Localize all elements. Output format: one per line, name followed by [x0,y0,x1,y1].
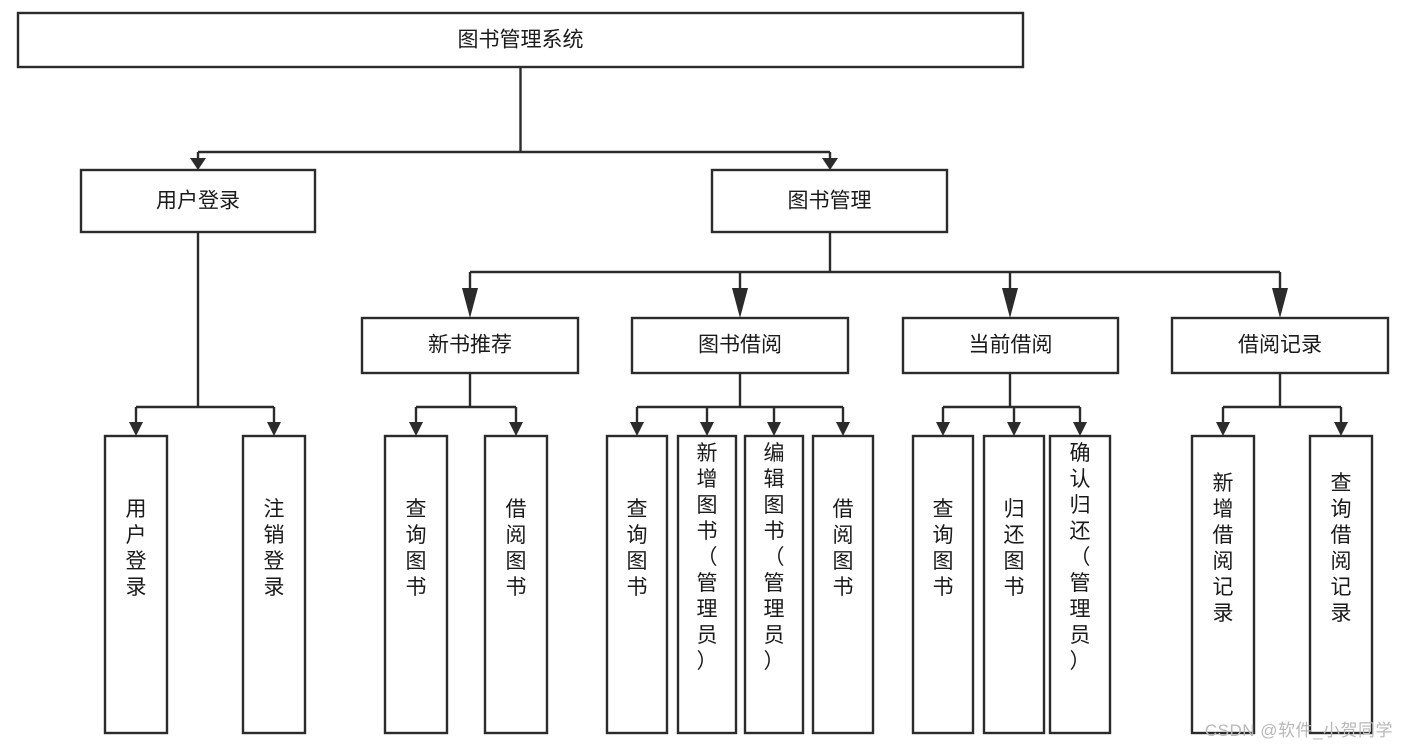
node-user-login-box[interactable] [79,168,317,234]
node-leaf-query-record-box[interactable] [1308,434,1374,735]
arrowhead-book-borrow [732,288,748,318]
arrowhead-leaf-borrow-book-2 [836,422,850,436]
arrowhead-leaf-add-book [700,422,714,436]
node-book-borrow-box[interactable] [630,316,850,375]
node-leaf-query-book-3-box[interactable] [911,434,975,735]
node-borrow-record-label: 借阅记录 [1238,334,1322,357]
node-leaf-borrow-book-1-label: 借阅图书 [506,498,527,599]
node-leaf-user-login-label: 用户登录 [126,498,147,599]
node-leaf-logout[interactable]: 注销登录 [241,434,307,735]
arrowhead-borrow-record [1272,288,1288,318]
node-book-borrow[interactable]: 图书借阅 [630,316,850,375]
node-leaf-logout-box[interactable] [241,434,307,735]
node-current-borrow-label: 当前借阅 [969,334,1053,357]
node-root-box[interactable] [16,11,1025,69]
arrowhead-current-borrow [1002,288,1018,318]
node-new-book-recommend-label: 新书推荐 [428,334,512,357]
node-leaf-add-book-box[interactable] [676,434,738,735]
node-current-borrow-box[interactable] [901,316,1120,375]
node-leaf-query-book-2[interactable]: 查询图书 [605,434,669,735]
arrowhead-leaf-logout [267,422,281,436]
arrowhead-leaf-query-record [1334,422,1348,436]
arrowhead-leaf-user-login [129,422,143,436]
node-book-borrow-label: 图书借阅 [698,334,782,357]
arrowhead-leaf-query-book-1 [409,422,423,436]
arrowhead-leaf-query-book-3 [936,422,950,436]
node-borrow-record[interactable]: 借阅记录 [1170,316,1390,375]
node-leaf-query-book-2-label: 查询图书 [627,498,648,599]
node-leaf-add-record-box[interactable] [1190,434,1256,735]
arrowhead-leaf-borrow-book-1 [509,422,523,436]
node-leaf-confirm-return[interactable]: 确认归还（管理员） [1048,434,1112,735]
node-new-book-recommend-box[interactable] [360,316,580,375]
node-leaf-edit-book-box[interactable] [743,434,805,735]
node-leaf-edit-book-label: 编辑图书（管理员） [764,442,785,673]
node-book-management[interactable]: 图书管理 [710,168,949,234]
node-leaf-borrow-book-2-box[interactable] [811,434,875,735]
node-book-management-label: 图书管理 [788,190,872,213]
node-leaf-borrow-book-1[interactable]: 借阅图书 [483,434,549,735]
arrowhead-leaf-confirm-return [1073,422,1087,436]
node-leaf-borrow-book-2-label: 借阅图书 [833,498,854,599]
arrowhead-leaf-return-book [1007,422,1021,436]
node-borrow-record-box[interactable] [1170,316,1390,375]
node-user-login-label: 用户登录 [156,190,240,213]
node-leaf-confirm-return-label: 确认归还（管理员） [1070,442,1091,673]
node-leaf-add-record-label: 新增借阅记录 [1213,472,1234,625]
node-leaf-logout-label: 注销登录 [264,498,285,599]
node-user-login[interactable]: 用户登录 [79,168,317,234]
node-leaf-add-book-label: 新增图书（管理员） [697,442,718,673]
arrowhead-book-mgmt [822,158,838,170]
node-root-label: 图书管理系统 [458,29,584,52]
arrowhead-leaf-add-record [1216,422,1230,436]
node-leaf-add-record[interactable]: 新增借阅记录 [1190,434,1256,735]
node-book-management-box[interactable] [710,168,949,234]
arrowhead-user-login [190,158,206,170]
node-leaf-borrow-book-2[interactable]: 借阅图书 [811,434,875,735]
node-root[interactable]: 图书管理系统 [16,11,1025,69]
node-leaf-return-book[interactable]: 归还图书 [982,434,1046,735]
node-leaf-query-book-3[interactable]: 查询图书 [911,434,975,735]
node-new-book-recommend[interactable]: 新书推荐 [360,316,580,375]
node-leaf-query-book-2-box[interactable] [605,434,669,735]
node-leaf-query-book-3-label: 查询图书 [933,498,954,599]
node-leaf-query-book-1[interactable]: 查询图书 [383,434,449,735]
arrowhead-leaf-edit-book [767,422,781,436]
node-leaf-user-login[interactable]: 用户登录 [103,434,169,735]
node-leaf-user-login-box[interactable] [103,434,169,735]
node-leaf-add-book[interactable]: 新增图书（管理员） [676,434,738,735]
connector-layer [129,67,1348,436]
node-leaf-edit-book[interactable]: 编辑图书（管理员） [743,434,805,735]
node-leaf-query-record-label: 查询借阅记录 [1331,472,1352,625]
node-leaf-query-book-1-label: 查询图书 [406,498,427,599]
arrowhead-new-book-rec [462,288,478,318]
node-leaf-borrow-book-1-box[interactable] [483,434,549,735]
node-leaf-return-book-box[interactable] [982,434,1046,735]
node-leaf-query-record[interactable]: 查询借阅记录 [1308,434,1374,735]
node-leaf-query-book-1-box[interactable] [383,434,449,735]
arrowhead-leaf-query-book-2 [630,422,644,436]
node-leaf-confirm-return-box[interactable] [1048,434,1112,735]
node-current-borrow[interactable]: 当前借阅 [901,316,1120,375]
node-leaf-return-book-label: 归还图书 [1004,498,1025,599]
